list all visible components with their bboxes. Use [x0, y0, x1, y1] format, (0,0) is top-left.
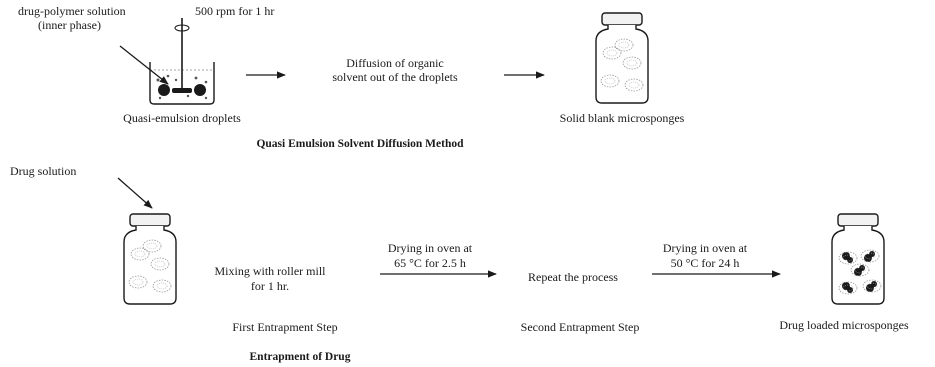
vial-caption-blank: Solid blank microsponges	[559, 111, 685, 125]
inner-phase-label-line1: drug-polymer solution	[18, 4, 126, 18]
method-title-quasi-emulsion: Quasi Emulsion Solvent Diffusion Method	[256, 138, 464, 150]
method-title-entrapment: Entrapment of Drug	[249, 351, 351, 363]
beaker-caption: Quasi-emulsion droplets	[123, 111, 241, 125]
vial-blank-microsponges-icon	[595, 12, 649, 104]
step2-caption: Second Entrapment Step	[520, 320, 640, 334]
inner-phase-pointer	[119, 45, 169, 85]
vial-first-entrapment-icon	[123, 213, 177, 305]
step1-caption: First Entrapment Step	[232, 320, 338, 334]
stirring-label: 500 rpm for 1 hr	[195, 4, 275, 18]
vial-drug-loaded-icon	[831, 213, 885, 305]
repeat-process-label: Repeat the process	[528, 270, 618, 284]
drug-solution-label: Drug solution	[10, 164, 77, 178]
mixing-label-line2: for 1 hr.	[250, 279, 290, 293]
drying1-label-line1: Drying in oven at	[387, 241, 473, 255]
beaker-icon	[149, 18, 215, 105]
inner-phase-label-line2: (inner phase)	[38, 18, 101, 32]
drying2-label-line2: 50 °C for 24 h	[670, 256, 740, 270]
diffusion-label-line2: solvent out of the droplets	[332, 70, 458, 84]
diffusion-label-line1: Diffusion of organic	[346, 56, 444, 70]
step3-caption: Drug loaded microsponges	[779, 318, 909, 332]
drying2-label-line1: Drying in oven at	[662, 241, 748, 255]
mixing-label-line1: Mixing with roller mill	[214, 264, 326, 278]
drying1-label-line2: 65 °C for 2.5 h	[394, 256, 466, 270]
drug-solution-pointer	[117, 177, 153, 209]
